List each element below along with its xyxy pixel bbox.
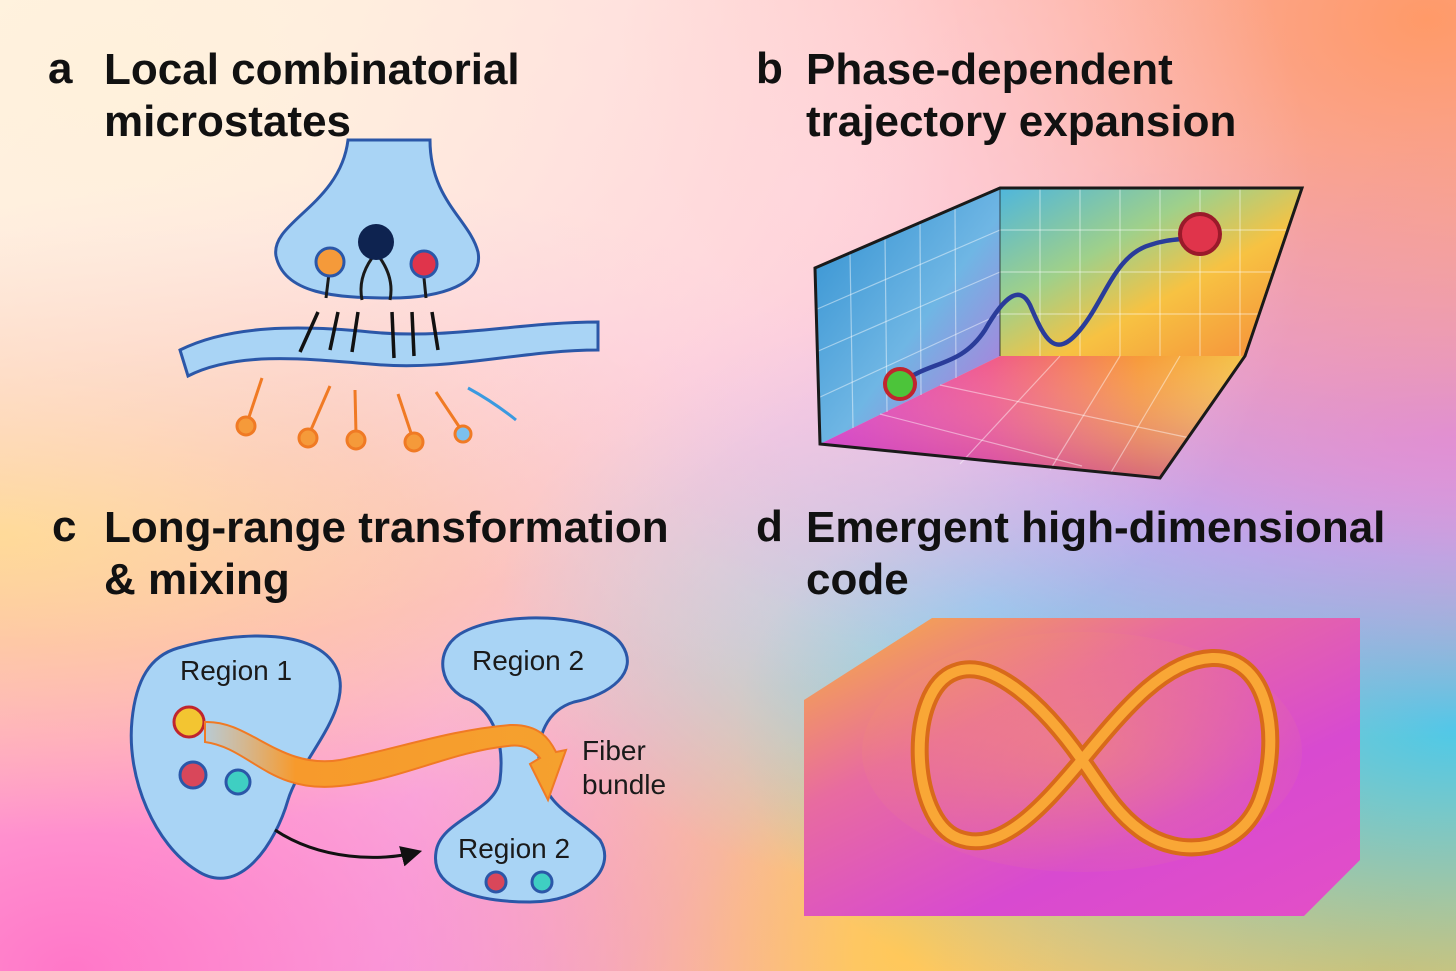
- panel-c-title-line2: & mixing: [104, 555, 290, 604]
- panel-a-title-line2: microstates: [104, 97, 352, 146]
- grid-lines: [814, 188, 1288, 475]
- region-2-bottom-label: Region 2: [458, 833, 570, 864]
- red-vesicle: [409, 249, 439, 279]
- vesicle-stem: [422, 277, 428, 299]
- back-right-wall: [1000, 188, 1302, 356]
- navy-vesicle: [358, 224, 394, 260]
- panel-c-title-line1: Long-range transformation: [104, 503, 669, 552]
- panel-a-title-line1: Local combinatorial: [104, 45, 520, 94]
- infinity-loop-highlight: [914, 652, 1276, 853]
- red-node: [178, 760, 208, 790]
- panel-b-title: Phase-dependent trajectory expansion: [806, 44, 1236, 148]
- panel-d-title: Emergent high-dimensional code: [806, 502, 1385, 606]
- end-point: [1178, 212, 1222, 256]
- panel-c-label: c: [52, 502, 77, 551]
- orange-vesicle: [314, 246, 346, 278]
- panel-b-title-line2: trajectory expansion: [806, 97, 1237, 146]
- fiber-bundle-label-line2: bundle: [582, 769, 666, 800]
- transfer-arrow: [274, 828, 423, 867]
- blue-receptor: [434, 391, 473, 444]
- panel-b-title-line1: Phase-dependent: [806, 45, 1173, 94]
- region-1-blob: [129, 634, 342, 880]
- start-point: [883, 367, 917, 401]
- panel-d-code-diagram: [804, 618, 1360, 916]
- back-left-wall: [815, 188, 1000, 444]
- blue-fiber: [467, 386, 517, 422]
- panel-a-title: Local combinatorial microstates: [104, 44, 520, 148]
- presynaptic-terminal: [274, 138, 481, 300]
- red-node-region-2: [484, 870, 508, 894]
- panel-d-label: d: [756, 502, 783, 551]
- panel-c-regions-diagram: Region 1 Region 2 Region 2 Fiber bundle: [129, 616, 666, 904]
- vesicle-stem: [378, 257, 393, 301]
- postsynaptic-receptors: [235, 377, 425, 453]
- teal-node: [224, 768, 252, 796]
- synaptic-cleft-channels: [298, 311, 440, 359]
- postsynaptic-dendrite: [178, 320, 600, 379]
- panel-b-state-space-diagram: [813, 186, 1305, 480]
- vesicle-stem: [359, 257, 374, 301]
- region-1-label: Region 1: [180, 655, 292, 686]
- panel-a-synapse-diagram: [178, 138, 600, 453]
- fiber-bundle: [204, 720, 568, 803]
- yellow-node: [172, 705, 206, 739]
- panel-c-title: Long-range transformation & mixing: [104, 502, 669, 606]
- panel-d-title-line2: code: [806, 555, 909, 604]
- panel-d-title-line1: Emergent high-dimensional: [806, 503, 1386, 552]
- trajectory-curve: [898, 233, 1201, 386]
- floor-shade: [820, 356, 1245, 478]
- teal-node-region-2: [530, 870, 554, 894]
- panel-b-label: b: [756, 44, 783, 93]
- panel-a-label: a: [48, 44, 73, 93]
- region-2-top-label: Region 2: [472, 645, 584, 676]
- fiber-bundle-label-line1: Fiber: [582, 735, 646, 766]
